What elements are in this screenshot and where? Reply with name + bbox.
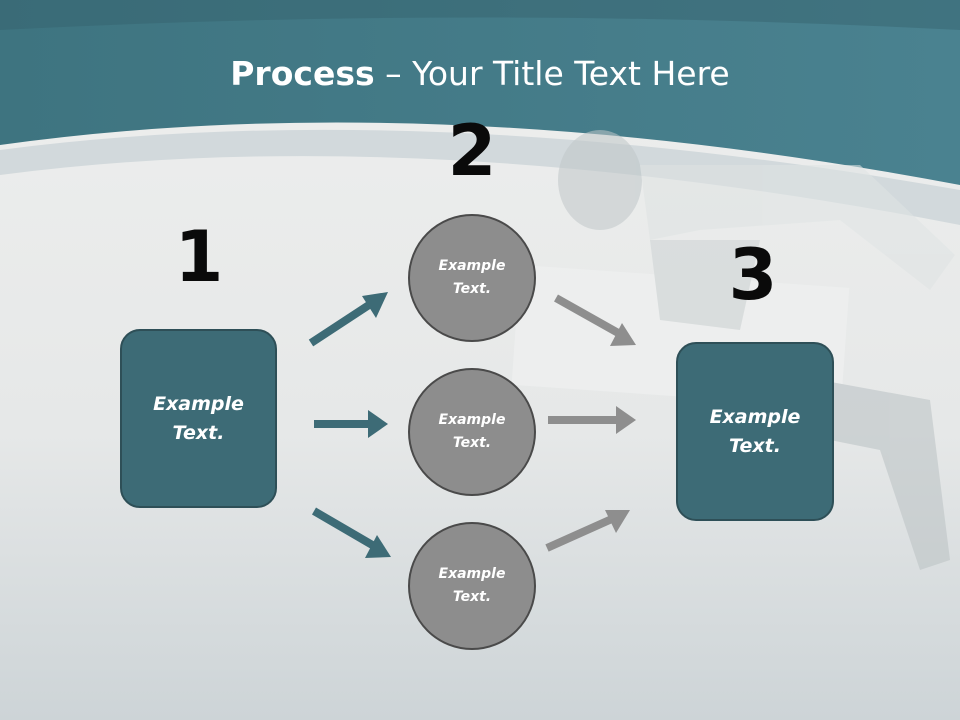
step-number-2: 2 bbox=[447, 110, 497, 192]
arrow-left-to-top bbox=[308, 292, 388, 347]
arrow-bottom-to-right bbox=[545, 510, 630, 552]
arrow-top-to-right bbox=[554, 294, 636, 346]
step-3-box: Example Text. bbox=[676, 342, 834, 521]
slide-title: Process – Your Title Text Here bbox=[0, 52, 960, 96]
arrow-middle-to-right bbox=[548, 406, 636, 434]
circle-bottom-label: Example Text. bbox=[438, 566, 506, 605]
step-3-box-label: Example Text. bbox=[709, 405, 801, 457]
arrow-left-to-bottom bbox=[311, 507, 391, 558]
step-1-box: Example Text. bbox=[120, 329, 277, 508]
step-1-box-label: Example Text. bbox=[153, 392, 244, 444]
arrow-left-to-middle bbox=[314, 410, 388, 438]
circle-middle-label: Example Text. bbox=[438, 412, 506, 451]
step-number-3: 3 bbox=[728, 234, 778, 316]
step-2-circle-top: Example Text. bbox=[408, 214, 536, 342]
title-rest: – Your Title Text Here bbox=[374, 54, 730, 93]
circle-top-label: Example Text. bbox=[438, 258, 506, 297]
title-bold: Process bbox=[230, 54, 375, 93]
step-2-circle-middle: Example Text. bbox=[408, 368, 536, 496]
step-2-circle-bottom: Example Text. bbox=[408, 522, 536, 650]
step-number-1: 1 bbox=[174, 216, 224, 298]
